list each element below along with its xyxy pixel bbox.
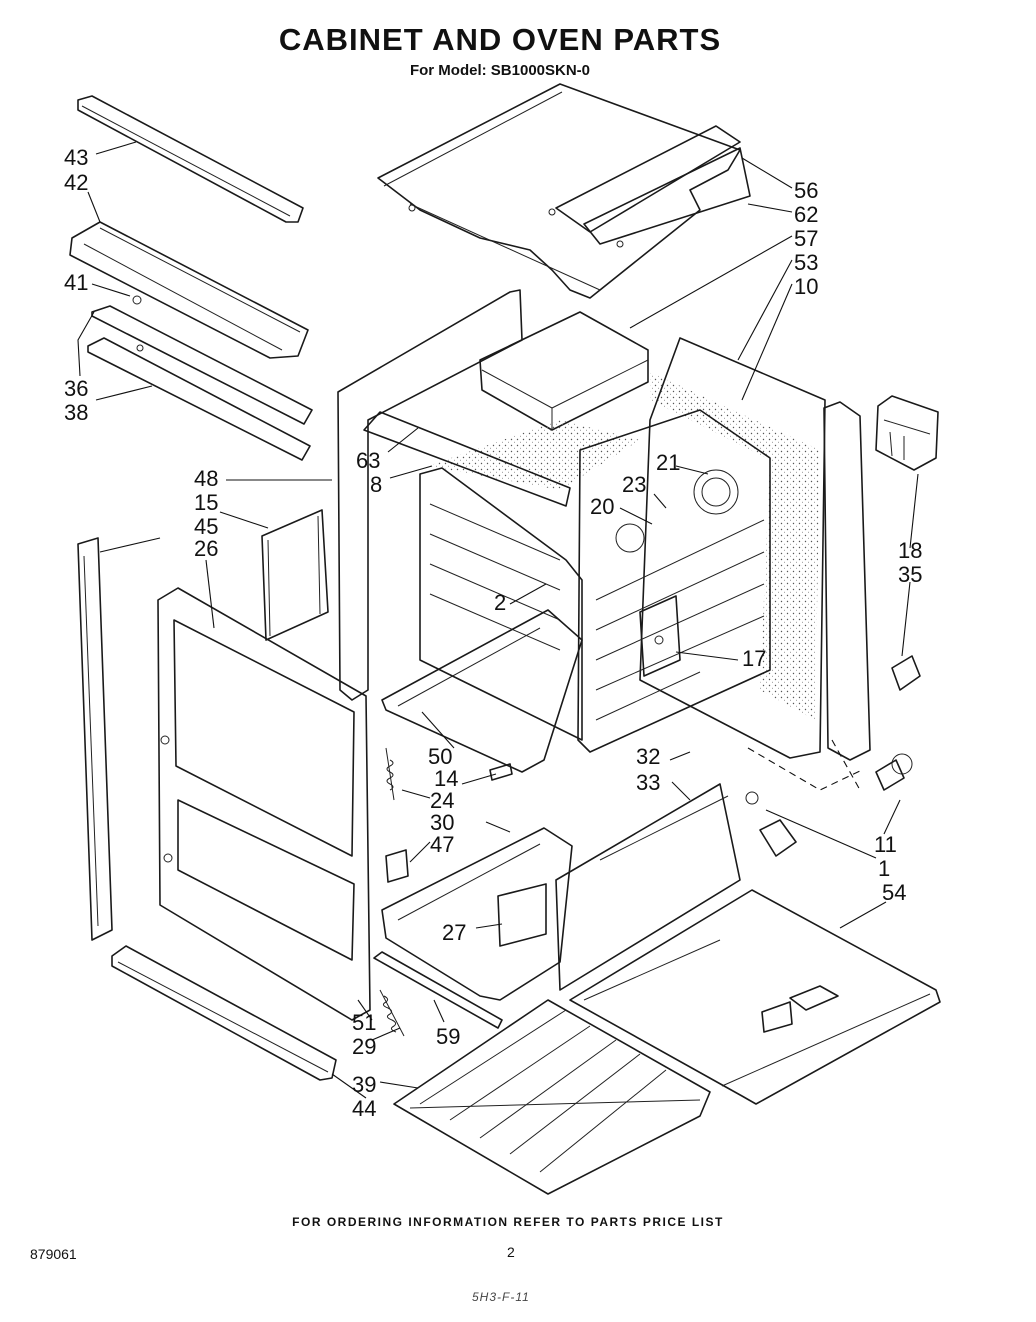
part-43-top-trim xyxy=(77,95,304,223)
callout-45: 45 xyxy=(194,514,218,539)
callout-1: 1 xyxy=(878,856,890,881)
callout-53: 53 xyxy=(794,250,818,275)
callout-2: 2 xyxy=(494,590,506,615)
callout-10: 10 xyxy=(794,274,818,299)
part-26-door-frame xyxy=(157,587,371,1021)
callout-24: 24 xyxy=(430,788,454,813)
callout-47: 47 xyxy=(430,832,454,857)
callout-39: 39 xyxy=(352,1072,376,1097)
part-42-vent-panel xyxy=(69,221,309,359)
callout-8: 8 xyxy=(370,472,382,497)
callout-14: 14 xyxy=(434,766,458,791)
part-45-side-trim xyxy=(77,537,113,941)
callout-50: 50 xyxy=(428,744,452,769)
callout-27: 27 xyxy=(442,920,466,945)
part-44-bottom-trim xyxy=(111,945,337,1081)
handwritten-code: 5H3-F-11 xyxy=(472,1290,530,1304)
part-59-trim-rod xyxy=(373,951,503,1029)
callout-29: 29 xyxy=(352,1034,376,1059)
callout-30: 30 xyxy=(430,810,454,835)
callout-63: 63 xyxy=(356,448,380,473)
callout-26: 26 xyxy=(194,536,218,561)
leader-lines xyxy=(77,141,919,1099)
page-title: CABINET AND OVEN PARTS xyxy=(278,22,722,57)
oven-liner xyxy=(363,411,583,741)
part-57-top-cover xyxy=(377,83,741,299)
callout-56: 56 xyxy=(794,178,818,203)
part-18-35-terminal-block xyxy=(875,395,939,691)
callout-48: 48 xyxy=(194,466,218,491)
part-38-strip xyxy=(87,337,311,461)
part-15-heat-shield xyxy=(261,509,329,641)
callout-21: 21 xyxy=(656,450,680,475)
callout-11: 11 xyxy=(874,832,897,857)
callout-18: 18 xyxy=(898,538,922,563)
callout-20: 20 xyxy=(590,494,614,519)
part-56-62-rear-rail xyxy=(555,125,751,245)
part-33-drawer-panel xyxy=(555,783,741,991)
part-50-oven-bottom xyxy=(381,609,583,773)
part-30-27-broiler-drawer xyxy=(381,827,573,1001)
cabinet-shell xyxy=(337,289,826,759)
callout-44: 44 xyxy=(352,1096,376,1121)
part-53-duct-box xyxy=(479,311,649,431)
part-39-rack xyxy=(393,999,711,1195)
callout-labels: 43 42 41 36 38 48 15 45 26 63 8 21 23 20… xyxy=(64,145,922,1121)
callout-41: 41 xyxy=(64,270,88,295)
callout-33: 33 xyxy=(636,770,660,795)
callout-59: 59 xyxy=(436,1024,460,1049)
callout-42: 42 xyxy=(64,170,88,195)
callout-15: 15 xyxy=(194,490,218,515)
model-subtitle: For Model: SB1000SKN-0 xyxy=(409,62,591,79)
callout-62: 62 xyxy=(794,202,818,227)
callout-57: 57 xyxy=(794,226,818,251)
part-54-drawer-bottom xyxy=(569,889,941,1105)
callout-35: 35 xyxy=(898,562,922,587)
page-number: 2 xyxy=(507,1244,515,1260)
callout-51: 51 xyxy=(352,1010,376,1035)
callout-54: 54 xyxy=(882,880,906,905)
callout-23: 23 xyxy=(622,472,646,497)
callout-36: 36 xyxy=(64,376,88,401)
ordering-note: FOR ORDERING INFORMATION REFER TO PARTS … xyxy=(292,1215,724,1229)
document-number: 879061 xyxy=(30,1246,77,1262)
part-10-rear-panel xyxy=(577,409,771,753)
callout-38: 38 xyxy=(64,400,88,425)
part-right-side-panel xyxy=(823,401,871,761)
callout-17: 17 xyxy=(742,646,766,671)
door-hardware-springs xyxy=(379,747,513,1037)
part-1-11-switch-and-plug xyxy=(745,753,913,857)
callout-32: 32 xyxy=(636,744,660,769)
callout-43: 43 xyxy=(64,145,88,170)
